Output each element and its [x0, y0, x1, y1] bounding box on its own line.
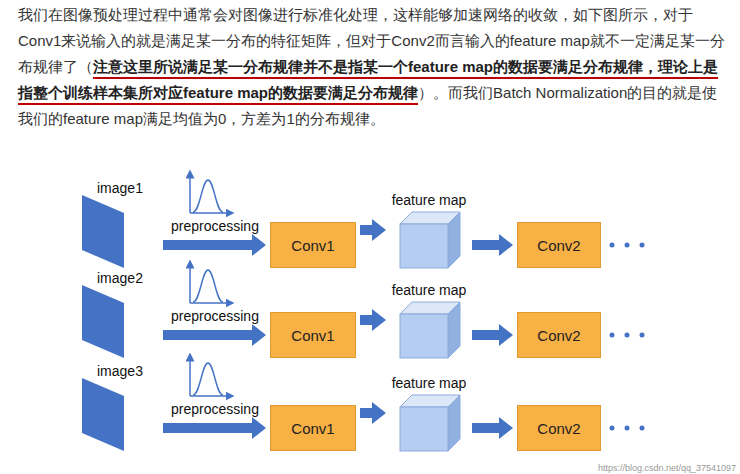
cube-side: [448, 395, 460, 451]
node-label: image3: [82, 363, 147, 379]
flow-arrow: [472, 324, 513, 346]
flow-arrow: [163, 234, 266, 256]
conv-box: Conv1: [270, 222, 356, 268]
paragraph: 我们在图像预处理过程中通常会对图像进行标准化处理，这样能够加速网络的收敛，如下图…: [18, 2, 732, 132]
node-label: feature map: [390, 282, 468, 298]
cube-side: [448, 302, 460, 358]
input-image: image1: [82, 180, 147, 270]
cube-front: [400, 314, 448, 358]
input-image: image2: [82, 270, 147, 360]
flow-arrow: [472, 417, 513, 439]
image-plane: [82, 195, 124, 268]
box-label: Conv2: [537, 237, 580, 254]
node-label: feature map: [390, 375, 468, 391]
box-label: Conv2: [537, 420, 580, 437]
flow-arrow: [360, 219, 386, 241]
distribution-icon: [190, 174, 230, 213]
edge-label: preprocessing: [169, 401, 261, 417]
node-label: image1: [82, 180, 147, 196]
node-label: feature map: [390, 192, 468, 208]
edge-label: preprocessing: [169, 218, 261, 234]
cube-side: [448, 212, 460, 268]
cube-front: [400, 407, 448, 451]
flow-arrow: [360, 402, 386, 424]
image-plane: [82, 378, 124, 451]
edge-label: preprocessing: [169, 308, 261, 324]
continuation-dots: [610, 243, 645, 431]
conv-box: Conv1: [270, 312, 356, 358]
box-label: Conv1: [291, 327, 334, 344]
flow-arrow: [163, 324, 266, 346]
flow-arrow: [472, 234, 513, 256]
feature-map-cube: feature map: [390, 192, 468, 268]
box-label: Conv1: [291, 237, 334, 254]
flow-arrow: [360, 309, 386, 331]
image-plane: [82, 285, 124, 358]
distribution-icon: [190, 264, 230, 303]
conv-box: Conv2: [517, 312, 601, 358]
watermark: https://blog.csdn.net/qq_37541097: [598, 463, 736, 473]
flow-arrow: [163, 417, 266, 439]
box-label: Conv1: [291, 420, 334, 437]
input-image: image3: [82, 363, 147, 453]
box-label: Conv2: [537, 327, 580, 344]
conv-box: Conv1: [270, 405, 356, 451]
feature-map-cube: feature map: [390, 282, 468, 358]
distribution-icon: [190, 357, 230, 396]
cube-front: [400, 224, 448, 268]
node-label: image2: [82, 270, 147, 286]
conv-box: Conv2: [517, 405, 601, 451]
feature-map-cube: feature map: [390, 375, 468, 451]
conv-box: Conv2: [517, 222, 601, 268]
